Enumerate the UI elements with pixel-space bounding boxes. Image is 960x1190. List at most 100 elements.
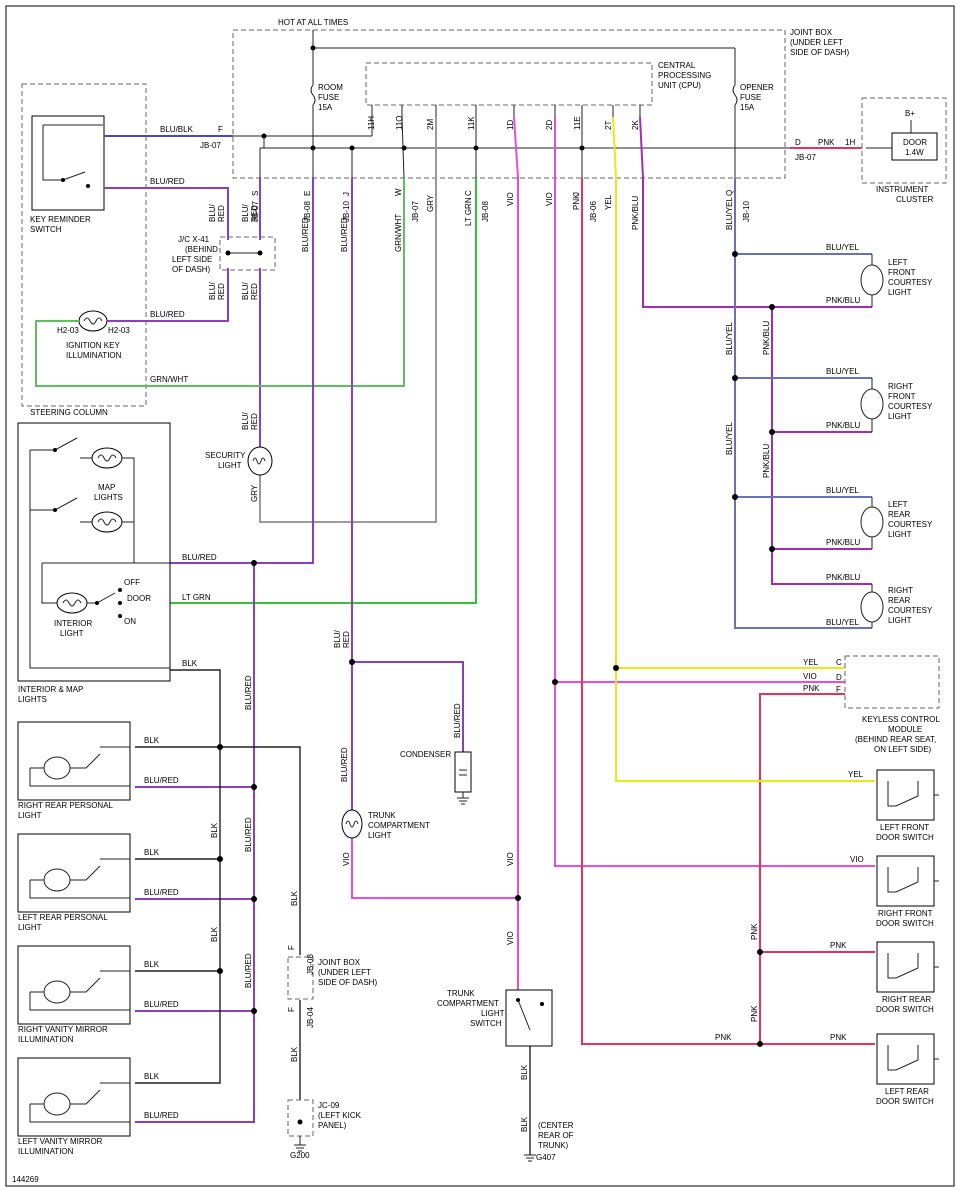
lbl-jb07-f: JB-07 (200, 141, 221, 150)
vlbl-blk-1: BLK (210, 822, 219, 838)
lr-courtesy-label-4: LIGHT (888, 530, 912, 539)
on-label: ON (124, 617, 136, 626)
keyless-pin-c: C (836, 658, 842, 667)
lbl-blured-ign: BLU/RED (150, 310, 185, 319)
vlbl-red-4: RED (250, 283, 259, 300)
rf-courtesy-label-4: LIGHT (888, 412, 912, 421)
wire-pnk-blu-bus (771, 307, 872, 585)
keyless-pin-d: D (836, 673, 842, 682)
lf-courtesy-label-4: LIGHT (888, 288, 912, 297)
security-light-label-1: SECURITY (205, 451, 246, 460)
rr-courtesy-label-1: RIGHT (888, 586, 913, 595)
vlbl-blured-bus3: BLU/RED (244, 953, 253, 988)
rr-door-label-1: RIGHT REAR (882, 995, 931, 1004)
lr-door-label-2: DOOR SWITCH (876, 1097, 934, 1106)
lbl-blk-lrp: BLK (144, 848, 160, 857)
vlbl-bluyel: BLU/YEL (725, 197, 734, 230)
instrument-cluster-label-1: INSTRUMENT (876, 185, 929, 194)
vlbl-red-3: RED (217, 283, 226, 300)
jb04-lower: JB-04 (306, 1007, 315, 1028)
room-fuse-label-2: FUSE (318, 93, 339, 102)
vlbl-red-5: RED (250, 413, 259, 430)
horizontal-wire-labels: BLU/BLK F JB-07 BLU/RED BLU/RED GRN/WHT … (144, 125, 864, 1120)
vlbl-blu-1: BLU/ (208, 203, 217, 222)
opener-fuse-label-1: OPENER (740, 83, 774, 92)
vlbl-blk-6: BLK (520, 1116, 529, 1132)
jc-x41-label-3: LEFT SIDE (172, 255, 212, 264)
key-reminder-label-1: KEY REMINDER (30, 215, 91, 224)
vlbl-vio-1d: VIO (506, 192, 515, 206)
lbl-pnk-rr: PNK (830, 941, 847, 950)
joint-box-lower-3: SIDE OF DASH) (318, 978, 377, 987)
lr-courtesy-label-2: REAR (888, 510, 910, 519)
pin-f-lower: F (287, 945, 296, 950)
door-bulb-label-2: 1.4W (905, 148, 924, 157)
lbl-pnkblu-rr: PNK/BLU (826, 573, 860, 582)
keyless-label-4: ON LEFT SIDE) (874, 745, 932, 754)
lbl-blured-key: BLU/RED (150, 177, 185, 186)
interior-light-label-1: INTERIOR (54, 619, 92, 628)
vlbl-blu-6: BLU/ (333, 629, 342, 648)
cpu-pin-11e: 11E (573, 116, 582, 130)
cpu-pin-2m: 2M (426, 119, 435, 130)
lbl-blured-int: BLU/RED (182, 553, 217, 562)
lv-label-2: ILLUMINATION (18, 1147, 74, 1156)
vlbl-vio-trunk: VIO (342, 852, 351, 866)
rv-label-2: ILLUMINATION (18, 1035, 74, 1044)
jb08-lower: JB-08 (306, 954, 315, 975)
cpu-label-1: CENTRAL (658, 61, 696, 70)
vlbl-blured-bus1: BLU/RED (244, 675, 253, 710)
rr-courtesy-label-4: LIGHT (888, 616, 912, 625)
vlbl-vio-low: VIO (506, 931, 515, 945)
lbl-bluyel-rr: BLU/YEL (826, 618, 859, 627)
vlbl-bluyel-3: BLU/YEL (725, 422, 734, 455)
vlbl-blured-trunk: BLU/RED (340, 747, 349, 782)
vlbl-bluyel-2: BLU/YEL (725, 322, 734, 355)
vlbl-pnk: PNK (572, 193, 581, 210)
lbl-vio-key: VIO (803, 672, 817, 681)
pin-j2-conn: JB-06 (589, 201, 598, 222)
wire-lt-grn (170, 178, 477, 604)
vlbl-pnkblu-2: PNK/BLU (762, 321, 771, 355)
lbl-grnwht: GRN/WHT (150, 375, 188, 384)
wire-pnk-blu (639, 116, 872, 308)
trunk-switch: TRUNK COMPARTMENT LIGHT SWITCH (CENTER R… (437, 989, 574, 1162)
steering-column: KEY REMINDER SWITCH STEERING COLUMN H2-0… (21, 83, 147, 417)
rf-courtesy-label-2: FRONT (888, 392, 916, 401)
joint-box-label-1: JOINT BOX (790, 28, 833, 37)
trunk-switch-label-3: LIGHT (481, 1009, 505, 1018)
wire-gry (259, 117, 437, 523)
rr-personal-label-1: RIGHT REAR PERSONAL (18, 801, 114, 810)
lbl-blk-lv: BLK (144, 1072, 160, 1081)
instrument-cluster-label-2: CLUSTER (896, 195, 934, 204)
trunk-light-label-3: LIGHT (368, 831, 392, 840)
lf-door-label-2: DOOR SWITCH (876, 833, 934, 842)
pin-j-conn: JB-10 (342, 201, 351, 222)
vlbl-blu-3: BLU/ (208, 281, 217, 300)
lbl-ltgrn: LT GRN (182, 593, 211, 602)
trunk-switch-label-2: COMPARTMENT (437, 999, 499, 1008)
room-fuse-label-1: ROOM (318, 83, 343, 92)
vlbl-gry-sec: GRY (250, 484, 259, 502)
keyless-module: C D F KEYLESS CONTROL MODULE (BEHIND REA… (836, 655, 940, 754)
lbl-vio-rf: VIO (850, 855, 864, 864)
pin-1h: 1H (845, 138, 855, 147)
interior-map-label-1: INTERIOR & MAP (18, 685, 83, 694)
pin-e-conn: JB-08 (303, 201, 312, 222)
vlbl-pnkblu-3: PNK/BLU (762, 444, 771, 478)
trunk-light-label-1: TRUNK (368, 811, 396, 820)
pin-w: W (394, 188, 403, 196)
lbl-bluyel-lf: BLU/YEL (826, 243, 859, 252)
lf-courtesy-label-1: LEFT (888, 258, 908, 267)
cpu-label-3: UNIT (CPU) (658, 81, 701, 90)
interior-map-lights: MAP LIGHTS OFF DOOR ON INTERIOR LIGHT IN… (17, 422, 171, 704)
map-lights-label-2: LIGHTS (94, 493, 123, 502)
junctions (217, 251, 775, 1047)
jb07-cluster: JB-07 (795, 153, 816, 162)
vlbl-red-6: RED (342, 631, 351, 648)
opener-fuse-label-3: 15A (740, 103, 755, 112)
lf-door-label-1: LEFT FRONT (880, 823, 929, 832)
center-rear-label-3: TRUNK) (538, 1141, 569, 1150)
jc09-label-3: PANEL) (318, 1121, 347, 1130)
condenser: CONDENSER (400, 750, 472, 805)
